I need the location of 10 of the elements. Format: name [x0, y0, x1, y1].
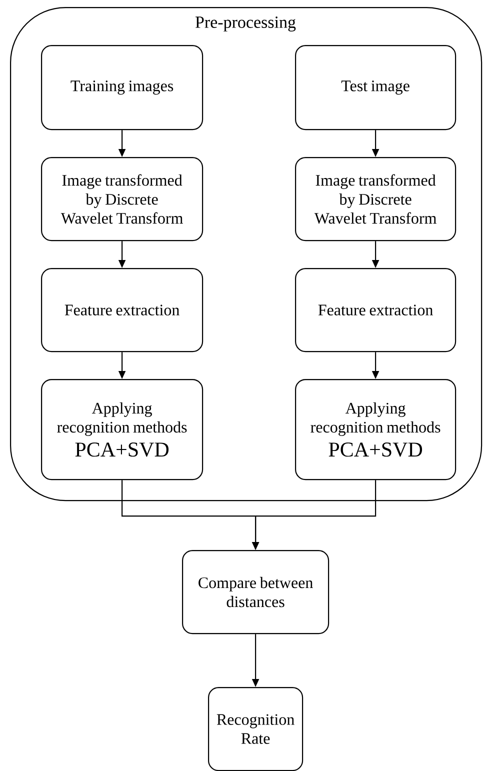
process-box: Compare between distances [182, 550, 330, 634]
process-box: Recognition Rate [208, 687, 304, 771]
process-box: Training images [41, 45, 204, 130]
process-box: Feature extraction [295, 268, 456, 352]
process-box: Image transformed by Discrete Wavelet Transform [295, 157, 456, 242]
process-box: Test image [295, 45, 456, 130]
process-box: Feature extraction [41, 268, 204, 352]
process-box: Image transformed by Discrete Wavelet Transform [41, 157, 204, 242]
process-box: Applying recognition methods PCA+SVD [295, 379, 456, 480]
process-box: Applying recognition methods PCA+SVD [41, 379, 204, 480]
